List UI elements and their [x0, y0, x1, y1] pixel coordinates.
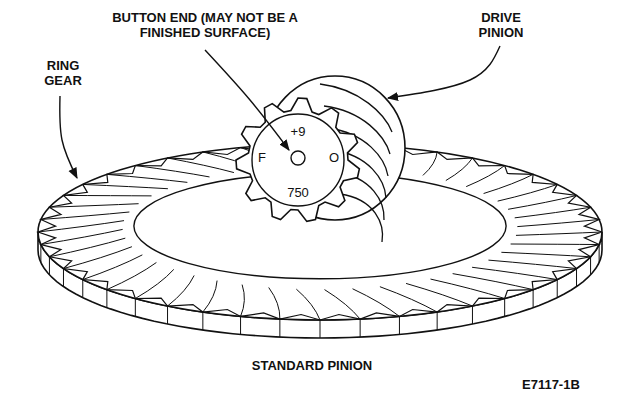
part-label: BUTTON END (MAY NOT BE A FINISHED SURFAC… [100, 10, 310, 40]
part-label: DRIVE PINION [465, 10, 537, 40]
leader-line [60, 96, 77, 178]
pinion-face [252, 114, 344, 206]
leader-line [388, 46, 500, 98]
part-label: RING GEAR [38, 58, 88, 88]
button-end [291, 151, 305, 165]
figure-number: E7117-1B [522, 377, 618, 392]
pinion-marking: F [258, 150, 266, 165]
caption: STANDARD PINION [0, 358, 624, 373]
drive-pinion [236, 76, 405, 242]
pinion-marking: O [329, 150, 339, 165]
pinion-teeth [236, 98, 359, 221]
pinion-marking: +9 [291, 124, 306, 139]
pinion-marking: 750 [287, 185, 309, 200]
leader-line [205, 50, 289, 150]
leader-lines [60, 46, 500, 178]
